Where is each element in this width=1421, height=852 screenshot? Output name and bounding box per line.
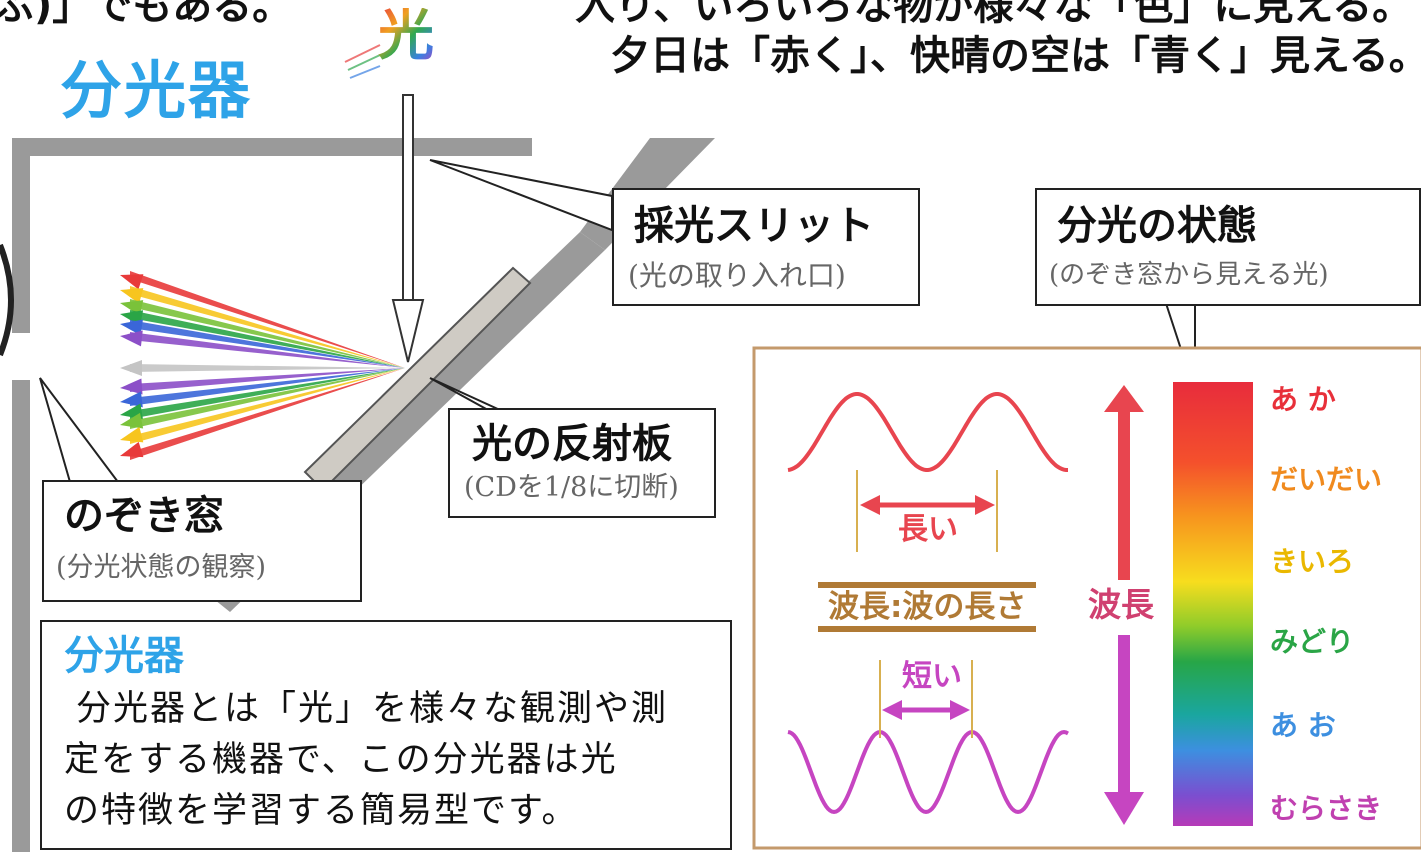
definition-line-bottom (818, 626, 1036, 632)
callout-slit-sub: (光の取り入れ口) (628, 259, 846, 292)
light-glyph-beams (344, 44, 381, 79)
ray (130, 368, 405, 406)
color-label: むらさき (1270, 792, 1383, 825)
ray (130, 286, 405, 368)
ray (130, 368, 405, 419)
frame-top (12, 138, 532, 156)
frame-left-lower (12, 380, 30, 852)
ray-arrowhead (120, 330, 143, 347)
callout-reflector: 光の反射板 (CDを1/8に切断) (448, 408, 716, 518)
color-label: あ お (1270, 709, 1336, 742)
color-label: みどり (1270, 625, 1355, 658)
ray (130, 310, 405, 368)
callout-state: 分光の状態 (のぞき窓から見える光) (1035, 188, 1421, 306)
spectrum-panel (752, 346, 1421, 850)
wavelength-definition: 波長:波の長さ (828, 589, 1027, 625)
info-line-3: の特徴を学習する簡易型です。 (64, 791, 579, 831)
color-label: きいろ (1270, 545, 1355, 578)
long-wave (787, 392, 1068, 472)
dispersed-rays (120, 271, 405, 460)
callout-reflector-sub: (CDを1/8に切断) (464, 472, 679, 503)
page-title: 分光器 (60, 54, 253, 127)
lens-arc (0, 243, 14, 357)
color-label: あ か (1270, 383, 1336, 416)
wavelength-axis-label: 波長 (1088, 585, 1154, 624)
callout-state-title: 分光の状態 (1057, 202, 1257, 249)
callout-slit: 採光スリット (光の取り入れ口) (612, 188, 920, 306)
short-label: 短い (902, 659, 962, 694)
ray-arrowhead (120, 360, 142, 376)
window-pointer (39, 377, 120, 483)
top-right-text-line1: 入り、いろいろな物が様々な「色」に見える。 (575, 0, 1413, 29)
long-measure-arrow (860, 495, 995, 515)
callout-window-sub: (分光状態の観察) (56, 552, 267, 583)
ray-arrowhead (120, 412, 144, 429)
color-label: だいだい (1270, 463, 1383, 496)
callout-window-title: のぞき窓 (64, 492, 224, 539)
info-body: 分光器とは「光」を様々な観測や測 定をする機器で、この分光器は光 の特徴を学習す… (64, 684, 724, 837)
ray (130, 368, 405, 460)
info-line-2: 定をする機器で、この分光器は光 (64, 740, 618, 780)
ray-arrowhead (120, 391, 143, 408)
ray (130, 299, 405, 368)
ray (130, 368, 405, 392)
callout-slit-title: 採光スリット (634, 202, 874, 249)
frame-left-upper (12, 138, 30, 333)
light-glyph: 光 (378, 3, 434, 68)
ray-arrowhead (120, 441, 144, 458)
wavelength-axis-arrow (1104, 385, 1144, 825)
spectrum-bar (1173, 382, 1253, 826)
ray (130, 271, 405, 368)
slit-pointer (429, 159, 613, 232)
short-wave (787, 729, 1069, 815)
info-line-1: 分光器とは「光」を様々な観測や測 (76, 689, 669, 729)
ray-arrowhead (120, 378, 143, 395)
info-title: 分光器 (64, 633, 184, 679)
ray (130, 320, 405, 368)
ray-arrowhead (120, 426, 144, 443)
short-measure-arrow (882, 700, 970, 720)
ray (130, 368, 405, 429)
incoming-light-arrow (391, 94, 425, 363)
long-label: 長い (898, 512, 958, 547)
ray (130, 332, 405, 368)
top-right-text-line2: 夕日は「赤く」、快晴の空は「青く」見える。 (610, 33, 1421, 79)
definition-line-top (818, 582, 1036, 588)
info-box: 分光器 分光器とは「光」を様々な観測や測 定をする機器で、この分光器は光 の特徴… (40, 620, 732, 850)
ray-arrowhead (120, 288, 144, 304)
callout-reflector-title: 光の反射板 (472, 420, 672, 467)
callout-state-sub: (のぞき窓から見える光) (1049, 260, 1329, 290)
ray (130, 368, 405, 444)
ray-arrowhead (120, 274, 144, 290)
ray-arrowhead (120, 319, 143, 336)
top-left-text-fragment: ぶ)」でもある。 (0, 0, 293, 29)
ray (130, 364, 405, 372)
callout-window: のぞき窓 (分光状態の観察) (42, 480, 362, 602)
